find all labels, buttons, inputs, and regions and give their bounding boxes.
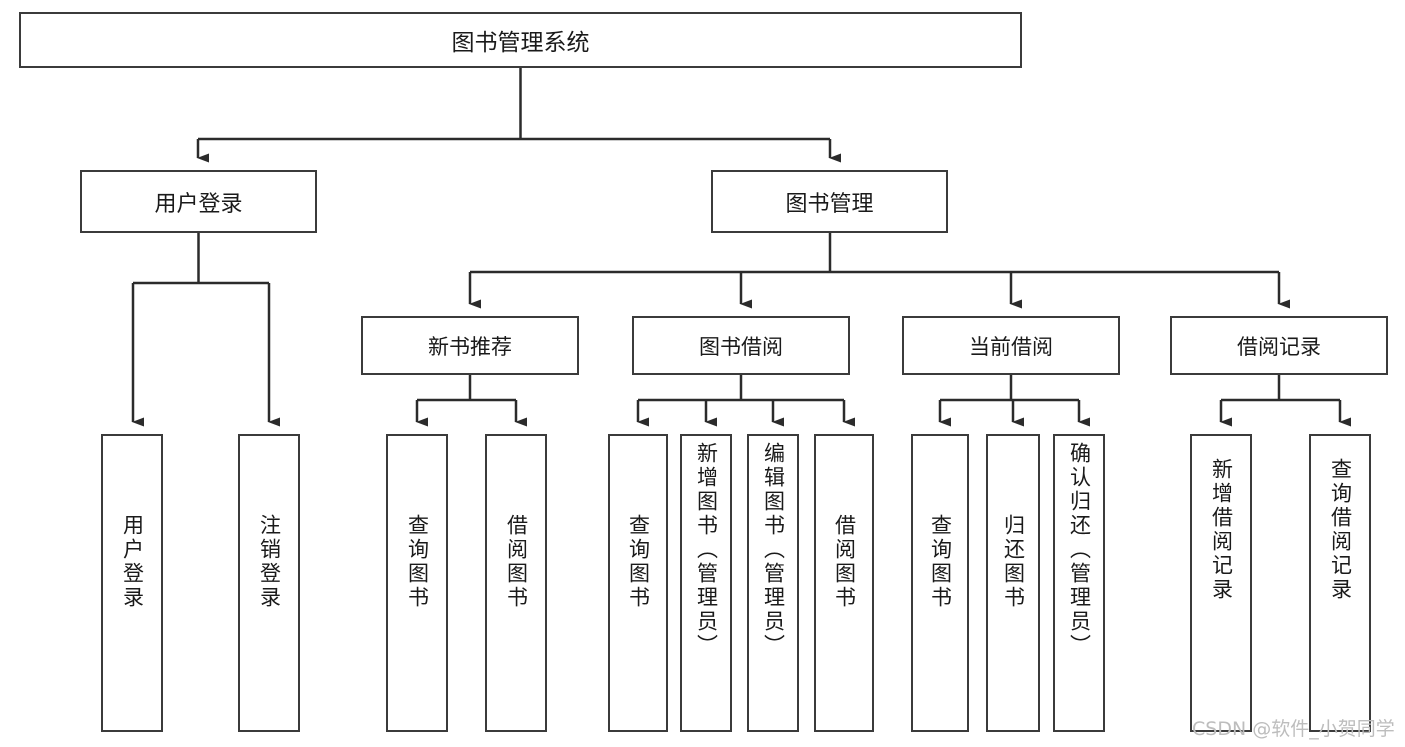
node-label: 借阅记录	[1237, 334, 1321, 359]
leaf-query-borrow-record[interactable]: 查询借阅记录	[1309, 434, 1371, 732]
leaf-edit-book-admin[interactable]: 编辑图书（管理员）	[747, 434, 799, 732]
node-label: 用户登录	[154, 191, 243, 217]
leaf-add-book-admin[interactable]: 新增图书（管理员）	[680, 434, 732, 732]
node-book-management[interactable]: 图书管理	[711, 170, 948, 233]
node-book-borrow[interactable]: 图书借阅	[632, 316, 850, 375]
node-current-borrow[interactable]: 当前借阅	[902, 316, 1120, 375]
node-label: 查询图书	[928, 514, 953, 610]
leaf-return-book[interactable]: 归还图书	[986, 434, 1040, 732]
node-label: 编辑图书（管理员）	[761, 442, 786, 658]
node-label: 新增图书（管理员）	[694, 442, 719, 658]
node-borrow-records[interactable]: 借阅记录	[1170, 316, 1388, 375]
node-label: 图书借阅	[699, 334, 783, 359]
node-label: 当前借阅	[969, 334, 1053, 359]
node-root-system[interactable]: 图书管理系统	[19, 12, 1022, 68]
node-label: 新书推荐	[428, 334, 512, 359]
leaf-borrow-book[interactable]: 借阅图书	[814, 434, 874, 732]
node-label: 查询借阅记录	[1328, 458, 1353, 602]
leaf-query-book-current[interactable]: 查询图书	[911, 434, 969, 732]
node-label: 借阅图书	[832, 514, 857, 610]
leaf-query-book-recommend[interactable]: 查询图书	[386, 434, 448, 732]
leaf-query-book-borrow[interactable]: 查询图书	[608, 434, 668, 732]
node-label: 确认归还（管理员）	[1067, 442, 1092, 658]
node-label: 查询图书	[626, 514, 651, 610]
node-new-book-recommend[interactable]: 新书推荐	[361, 316, 579, 375]
leaf-logout[interactable]: 注销登录	[238, 434, 300, 732]
node-label: 新增借阅记录	[1209, 458, 1234, 602]
node-label: 归还图书	[1001, 514, 1026, 610]
leaf-add-borrow-record[interactable]: 新增借阅记录	[1190, 434, 1252, 732]
node-label: 注销登录	[257, 514, 282, 610]
leaf-borrow-book-recommend[interactable]: 借阅图书	[485, 434, 547, 732]
node-label: 图书管理	[785, 191, 874, 217]
csdn-watermark: CSDN @软件_小贺同学	[1192, 718, 1395, 740]
leaf-user-login[interactable]: 用户登录	[101, 434, 163, 732]
node-label: 图书管理系统	[451, 30, 590, 56]
node-label: 查询图书	[405, 514, 430, 610]
leaf-confirm-return-admin[interactable]: 确认归还（管理员）	[1053, 434, 1105, 732]
node-user-login[interactable]: 用户登录	[80, 170, 317, 233]
node-label: 借阅图书	[504, 514, 529, 610]
node-label: 用户登录	[120, 514, 145, 610]
